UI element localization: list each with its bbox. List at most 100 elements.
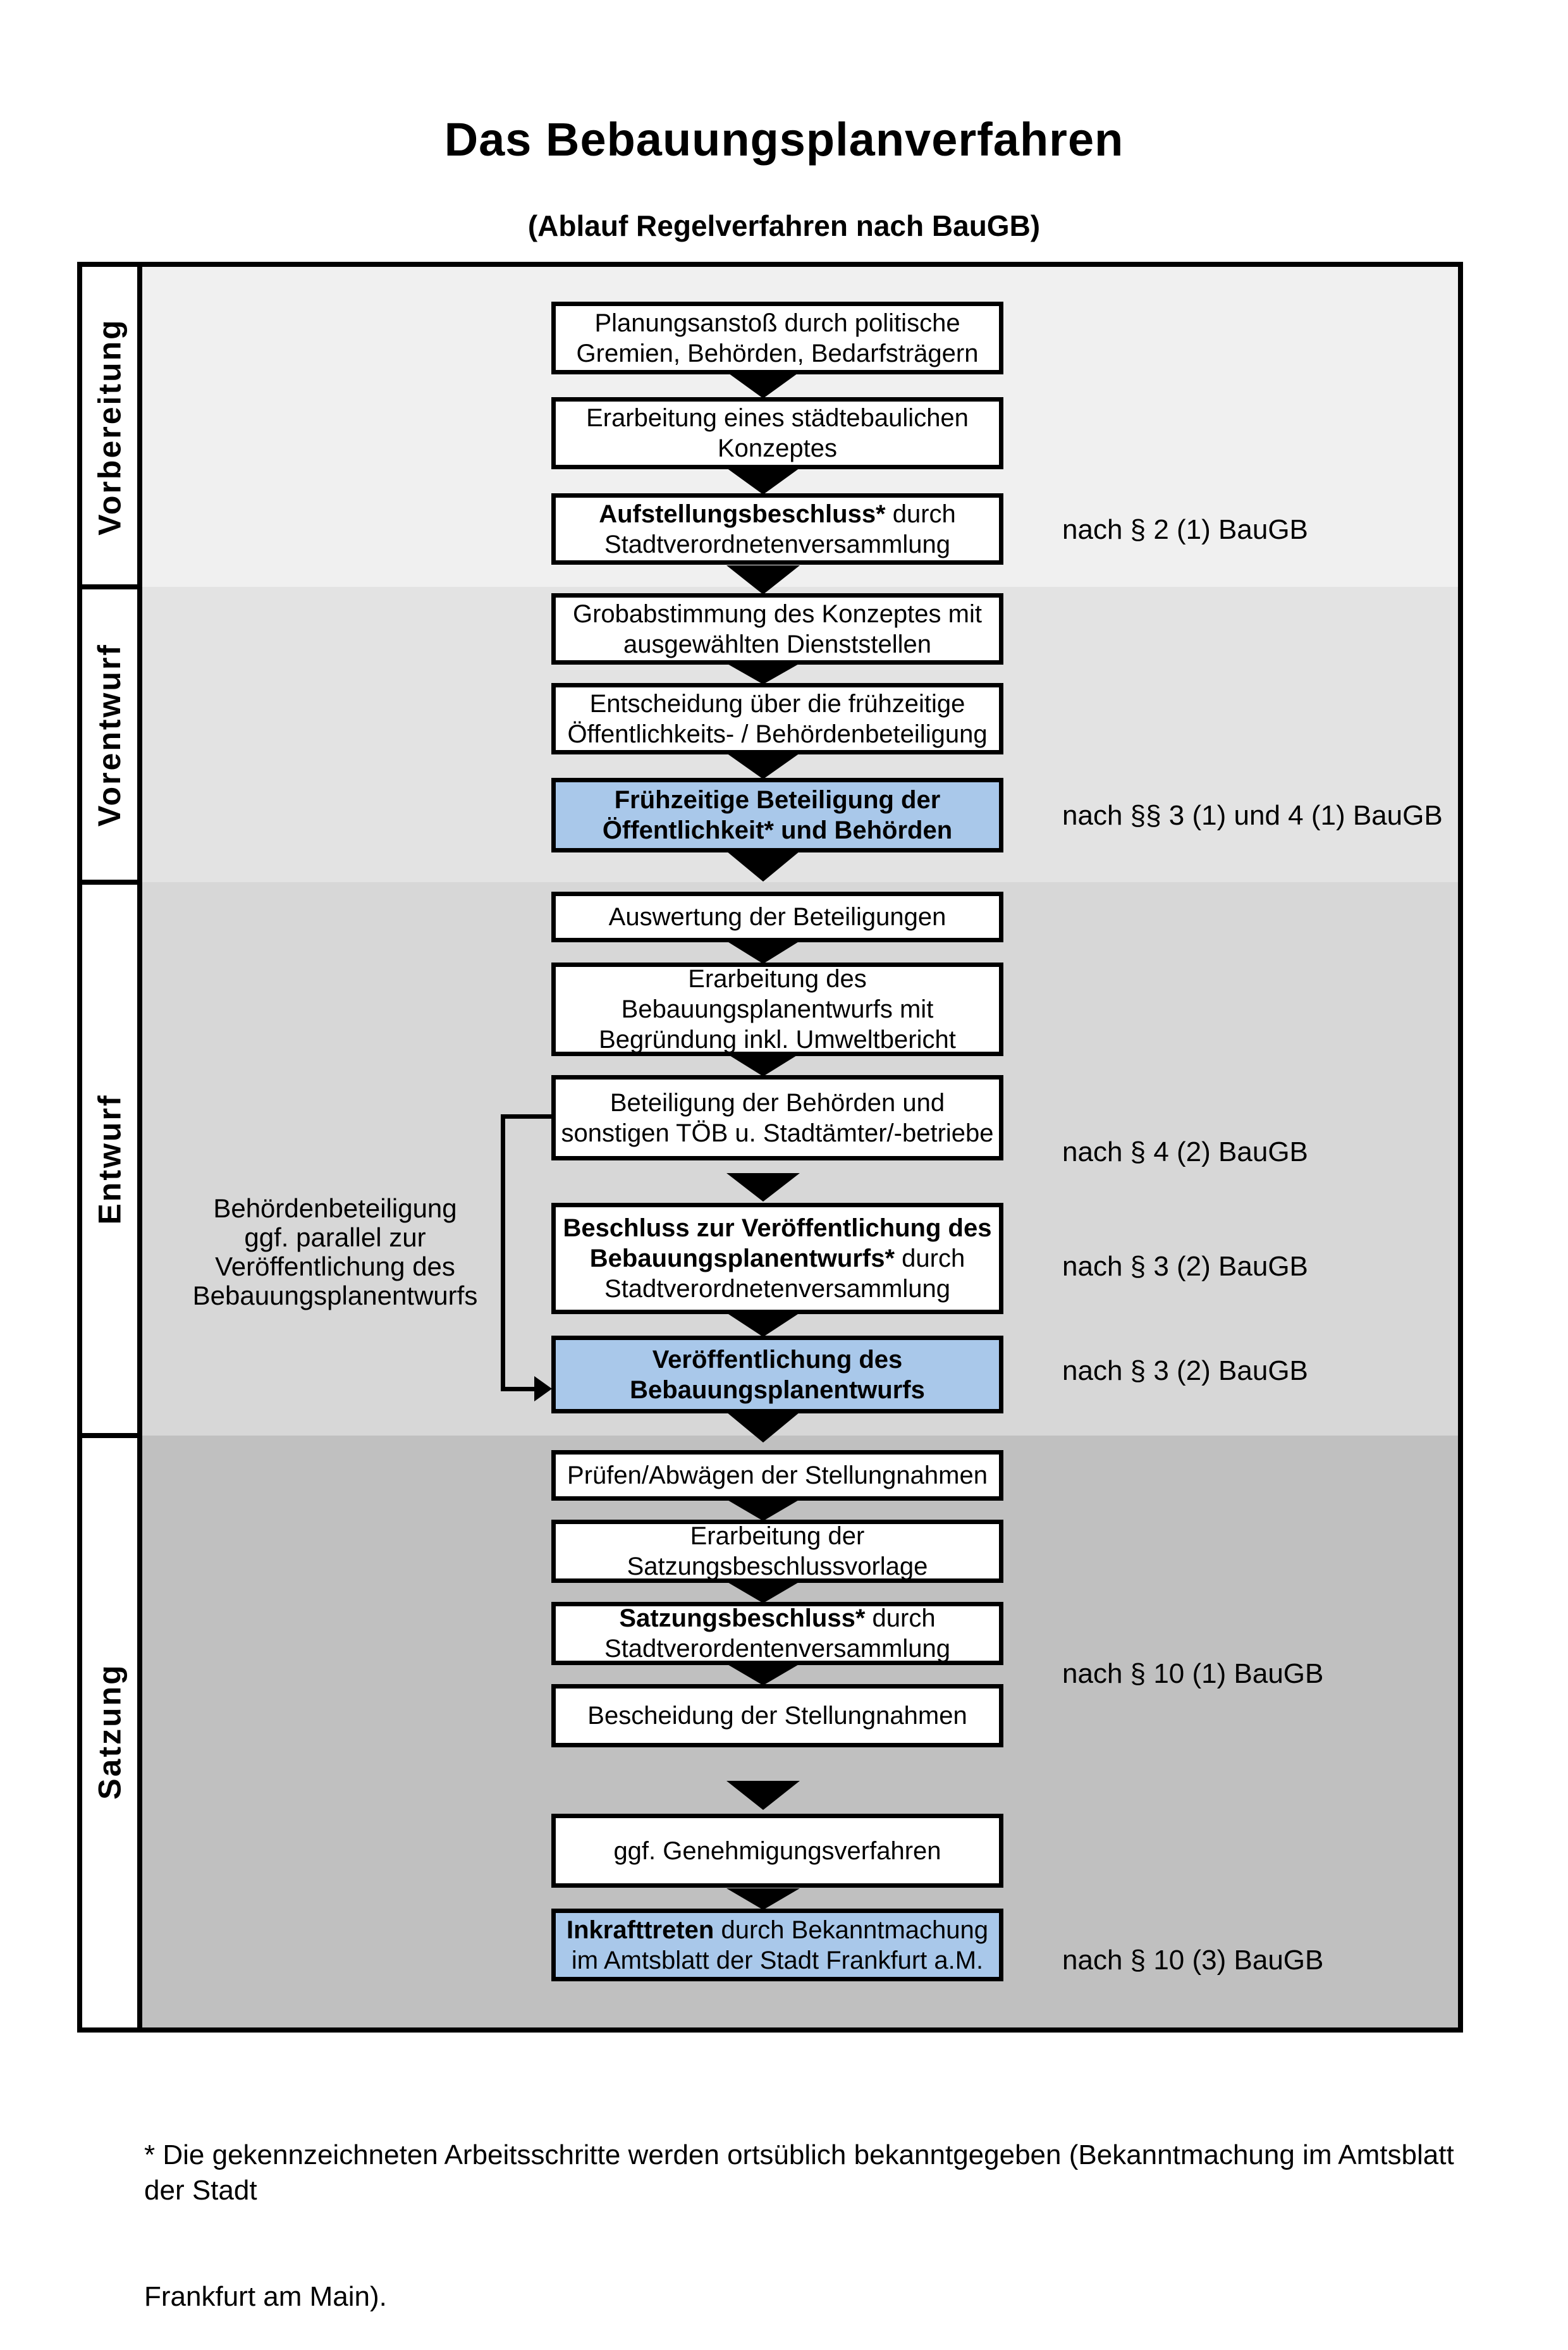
section-divider bbox=[77, 584, 142, 589]
phase-label-text: Entwurf bbox=[92, 1093, 128, 1225]
flow-box-text: Öffentlichkeit* und Behörden bbox=[602, 816, 953, 844]
arrow-down-icon bbox=[726, 663, 800, 684]
flow-box-text: Erarbeitung eines städtebaulichen bbox=[586, 404, 969, 432]
flow-box-line: im Amtsblatt der Stadt Frankfurt a.M. bbox=[572, 1945, 983, 1976]
arrow-down-icon bbox=[726, 372, 800, 398]
flow-box-line: ggf. Genehmigungsverfahren bbox=[613, 1836, 941, 1866]
flow-box-text: Öffentlichkeits- / Behördenbeteiligung bbox=[567, 720, 988, 748]
connector-line-vertical bbox=[501, 1114, 505, 1391]
footnote-line: Frankfurt am Main). bbox=[144, 2281, 387, 2312]
footnote: * Die gekennzeichneten Arbeitsschritte w… bbox=[144, 2067, 1472, 2350]
flow-box-line: Erarbeitung des bbox=[688, 964, 866, 994]
flow-box-line: Inkrafttreten durch Bekanntmachung bbox=[567, 1915, 988, 1945]
flow-box-line: Bebauungsplanentwurfs mit bbox=[622, 994, 934, 1024]
legal-reference: nach § 3 (2) BauGB bbox=[1062, 1355, 1308, 1386]
flow-box-text: Stadtverordentenversammlung bbox=[604, 1635, 950, 1663]
flow-box-text: Bescheidung der Stellungnahmen bbox=[587, 1702, 967, 1730]
flow-box-text: Prüfen/Abwägen der Stellungnahmen bbox=[567, 1461, 988, 1489]
note-line: Veröffentlichung des bbox=[215, 1252, 455, 1281]
phase-label-text: Satzung bbox=[92, 1663, 128, 1800]
flow-box-text: Erarbeitung des bbox=[688, 965, 867, 993]
legal-reference: nach §§ 3 (1) und 4 (1) BauGB bbox=[1062, 800, 1443, 831]
flow-box-line: Frühzeitige Beteiligung der bbox=[615, 785, 941, 815]
arrow-down-icon bbox=[726, 1412, 800, 1443]
legal-reference: nach § 3 (2) BauGB bbox=[1062, 1251, 1308, 1282]
flow-box-text: Grobabstimmung des Konzeptes mit bbox=[573, 600, 982, 628]
flow-box-line: Bebauungsplanentwurfs* durch bbox=[590, 1243, 965, 1274]
flow-box: Auswertung der Beteiligungen bbox=[551, 892, 1003, 942]
flow-box-text: Planungsanstoß durch politische bbox=[594, 309, 960, 337]
flow-box: ggf. Genehmigungsverfahren bbox=[551, 1814, 1003, 1888]
flow-box: Bescheidung der Stellungnahmen bbox=[551, 1684, 1003, 1747]
flow-box-text: Veröffentlichung des bbox=[652, 1345, 903, 1374]
flow-box-text: im Amtsblatt der Stadt Frankfurt a.M. bbox=[571, 1946, 984, 1974]
flow-box-line: Entscheidung über die frühzeitige bbox=[590, 689, 965, 719]
flow-box-text: Bebauungsplanentwurfs mit bbox=[621, 995, 934, 1023]
flow-box-line: Gremien, Behörden, Bedarfsträgern bbox=[577, 338, 979, 369]
arrow-down-icon bbox=[726, 851, 800, 882]
arrow-down-icon bbox=[726, 941, 800, 964]
flow-box-text: Inkrafttreten bbox=[566, 1916, 714, 1944]
arrow-down-icon bbox=[726, 753, 800, 779]
arrow-down-icon bbox=[726, 1499, 800, 1521]
page-subtitle: (Ablauf Regelverfahren nach BauGB) bbox=[527, 209, 1041, 242]
flow-box-text: Gremien, Behörden, Bedarfsträgern bbox=[576, 339, 979, 367]
flow-box-text: Entscheidung über die frühzeitige bbox=[589, 689, 965, 718]
label-column-divider bbox=[137, 267, 142, 2027]
note-line: Bebauungsplanentwurfs bbox=[192, 1281, 478, 1310]
flow-box-line: Bebauungsplanentwurfs bbox=[630, 1375, 925, 1405]
flow-box-text: ggf. Genehmigungsverfahren bbox=[613, 1836, 941, 1865]
legal-reference: nach § 10 (1) BauGB bbox=[1062, 1658, 1324, 1689]
section-divider bbox=[77, 880, 142, 885]
arrow-down-icon bbox=[726, 565, 800, 594]
legal-reference: nach § 10 (3) BauGB bbox=[1062, 1945, 1324, 1976]
arrow-down-icon bbox=[726, 1313, 800, 1337]
note-line: ggf. parallel zur bbox=[244, 1222, 426, 1252]
flow-box-text: sonstigen TÖB u. Stadtämter/-betriebe bbox=[561, 1119, 994, 1147]
phase-label-vorbereitung: Vorbereitung bbox=[82, 267, 137, 587]
flow-box-line: Satzungsbeschluss* durch bbox=[619, 1603, 935, 1633]
flow-box-text: Frühzeitige Beteiligung der bbox=[614, 786, 941, 814]
phase-label-text: Vorentwurf bbox=[92, 643, 128, 827]
flow-box-text: Stadtverordnetenversammlung bbox=[604, 530, 950, 558]
legal-reference: nach § 4 (2) BauGB bbox=[1062, 1136, 1308, 1167]
flow-box-text: Aufstellungsbeschluss* bbox=[599, 500, 886, 528]
flow-box-text: durch bbox=[895, 1245, 965, 1272]
connector-line-bottom bbox=[501, 1387, 536, 1391]
connector-line-top bbox=[501, 1114, 551, 1119]
section-divider bbox=[77, 1433, 142, 1438]
flow-box-line: Aufstellungsbeschluss* durch bbox=[599, 499, 956, 529]
flow-box-text: Auswertung der Beteiligungen bbox=[608, 903, 946, 931]
flow-box-line: ausgewählten Dienststellen bbox=[623, 629, 931, 660]
parallel-procedure-note: Behördenbeteiligung ggf. parallel zur Ve… bbox=[158, 1194, 512, 1310]
arrow-down-icon bbox=[726, 1054, 800, 1076]
page-title: Das Bebauungsplanverfahren bbox=[444, 113, 1124, 166]
flow-box-line: Beteiligung der Behörden und bbox=[610, 1088, 945, 1118]
flow-box-text: Stadtverordnetenversammlung bbox=[604, 1275, 950, 1303]
flow-box-text: ausgewählten Dienststellen bbox=[623, 630, 931, 658]
note-line: Behördenbeteiligung bbox=[213, 1193, 457, 1223]
flow-box-line: Beschluss zur Veröffentlichung des bbox=[563, 1213, 992, 1243]
phase-label-satzung: Satzung bbox=[82, 1436, 137, 2027]
arrow-down-icon bbox=[726, 1173, 800, 1202]
flow-box-line: Konzeptes bbox=[718, 433, 837, 464]
flow-box-line: Satzungsbeschlussvorlage bbox=[627, 1551, 928, 1582]
flow-box-text: Beschluss zur Veröffentlichung des bbox=[563, 1214, 992, 1242]
flow-box-text: durch bbox=[865, 1604, 936, 1632]
flow-box-text: durch bbox=[885, 500, 956, 528]
flow-box-text: durch Bekanntmachung bbox=[714, 1916, 988, 1944]
arrow-right-icon bbox=[534, 1376, 552, 1401]
flow-box-text: Beteiligung der Behörden und bbox=[609, 1088, 945, 1117]
flow-box-line: Stadtverordnetenversammlung bbox=[604, 1274, 950, 1304]
flow-box-text: Erarbeitung der bbox=[690, 1522, 865, 1550]
flow-box-line: Öffentlichkeits- / Behördenbeteiligung bbox=[567, 719, 987, 749]
flow-box-line: Öffentlichkeit* und Behörden bbox=[603, 815, 952, 846]
